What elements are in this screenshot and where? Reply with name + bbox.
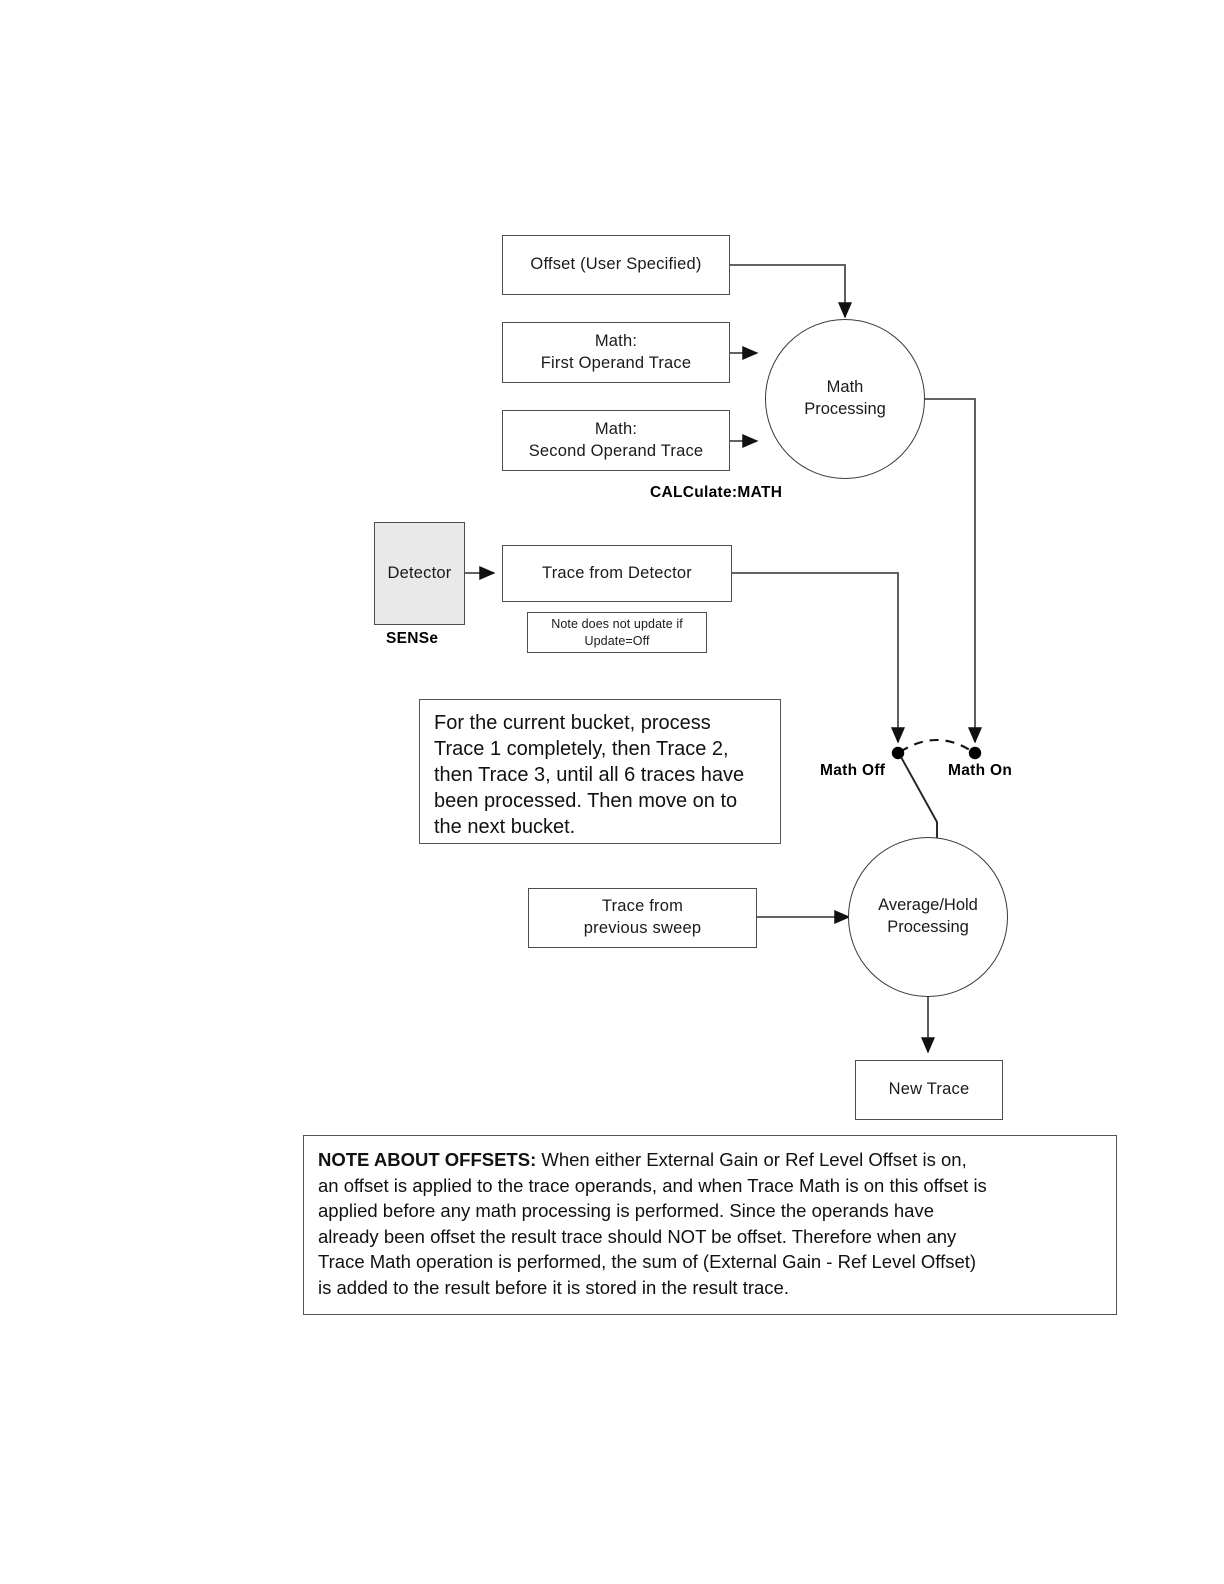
callout-bucket-processing: For the current bucket, process Trace 1 … — [419, 699, 781, 844]
switch-arc — [899, 738, 974, 753]
node-offset-user-specified[interactable]: Offset (User Specified) — [502, 235, 730, 295]
node-new-trace-label: New Trace — [888, 1080, 970, 1099]
bucket-note-line1: For the current bucket, process — [434, 712, 711, 734]
offsets-note-line2: an offset is applied to the trace operan… — [318, 1174, 987, 1196]
node-detector[interactable]: Detector — [374, 522, 465, 625]
switch-contact-math-off — [891, 746, 905, 760]
node-detector-label: Detector — [387, 563, 452, 582]
update-note-line2: Update=Off — [584, 633, 650, 648]
switch-contact-math-on — [968, 746, 982, 760]
label-math-off: Math Off — [820, 762, 886, 779]
offsets-note-line3: applied before any math processing is pe… — [318, 1200, 935, 1222]
offsets-note-line6: is added to the result before it is stor… — [318, 1277, 789, 1299]
offsets-note-title: NOTE ABOUT OFFSETS: — [318, 1149, 537, 1170]
node-math-first-operand-line1: Math: — [594, 331, 638, 350]
callout-note-about-offsets: NOTE ABOUT OFFSETS: When either External… — [303, 1135, 1117, 1315]
bucket-note-line5: the next bucket. — [434, 816, 576, 838]
edge-trace-to-math-off — [732, 572, 906, 744]
node-offset-label: Offset (User Specified) — [530, 255, 702, 274]
node-math-processing-line1: Math — [826, 378, 864, 397]
node-math-first-operand-line2: First Operand Trace — [540, 353, 692, 372]
node-math-second-operand-line2: Second Operand Trace — [528, 441, 704, 460]
node-math-first-operand-trace[interactable]: Math: First Operand Trace — [502, 322, 730, 383]
node-trace-previous-line2: previous sweep — [583, 919, 702, 937]
edge-offset-to-math — [730, 264, 853, 319]
node-math-processing[interactable]: Math Processing — [765, 319, 925, 479]
node-trace-from-detector[interactable]: Trace from Detector — [502, 545, 732, 602]
node-trace-from-detector-label: Trace from Detector — [542, 563, 692, 582]
node-trace-from-previous-sweep[interactable]: Trace from previous sweep — [528, 888, 757, 948]
switch-lever — [900, 756, 938, 840]
update-note-line1: Note does not update if — [551, 616, 683, 631]
node-math-second-operand-trace[interactable]: Math: Second Operand Trace — [502, 410, 730, 471]
node-average-hold-line1: Average/Hold — [878, 896, 978, 915]
node-average-hold-processing[interactable]: Average/Hold Processing — [848, 837, 1008, 997]
node-update-off-note: Note does not update if Update=Off — [527, 612, 707, 653]
bucket-note-line4: been processed. Then move on to — [434, 790, 738, 812]
offsets-note-line4: already been offset the result trace sho… — [318, 1225, 957, 1247]
node-math-second-operand-line1: Math: — [594, 419, 638, 438]
node-new-trace[interactable]: New Trace — [855, 1060, 1003, 1120]
bucket-note-line3: then Trace 3, until all 6 traces have — [434, 764, 745, 786]
bucket-note-line2: Trace 1 completely, then Trace 2, — [434, 738, 729, 760]
label-calculate-math: CALCulate:MATH — [650, 484, 783, 501]
edge-math-to-math-on — [925, 398, 983, 744]
node-math-processing-line2: Processing — [804, 400, 886, 418]
node-trace-previous-line1: Trace from — [601, 897, 684, 916]
offsets-note-line1: When either External Gain or Ref Level O… — [536, 1149, 967, 1170]
node-average-hold-line2: Processing — [887, 918, 969, 936]
label-math-on: Math On — [948, 762, 1013, 779]
label-sense: SENSe — [386, 630, 439, 647]
offsets-note-line5: Trace Math operation is performed, the s… — [318, 1251, 977, 1273]
